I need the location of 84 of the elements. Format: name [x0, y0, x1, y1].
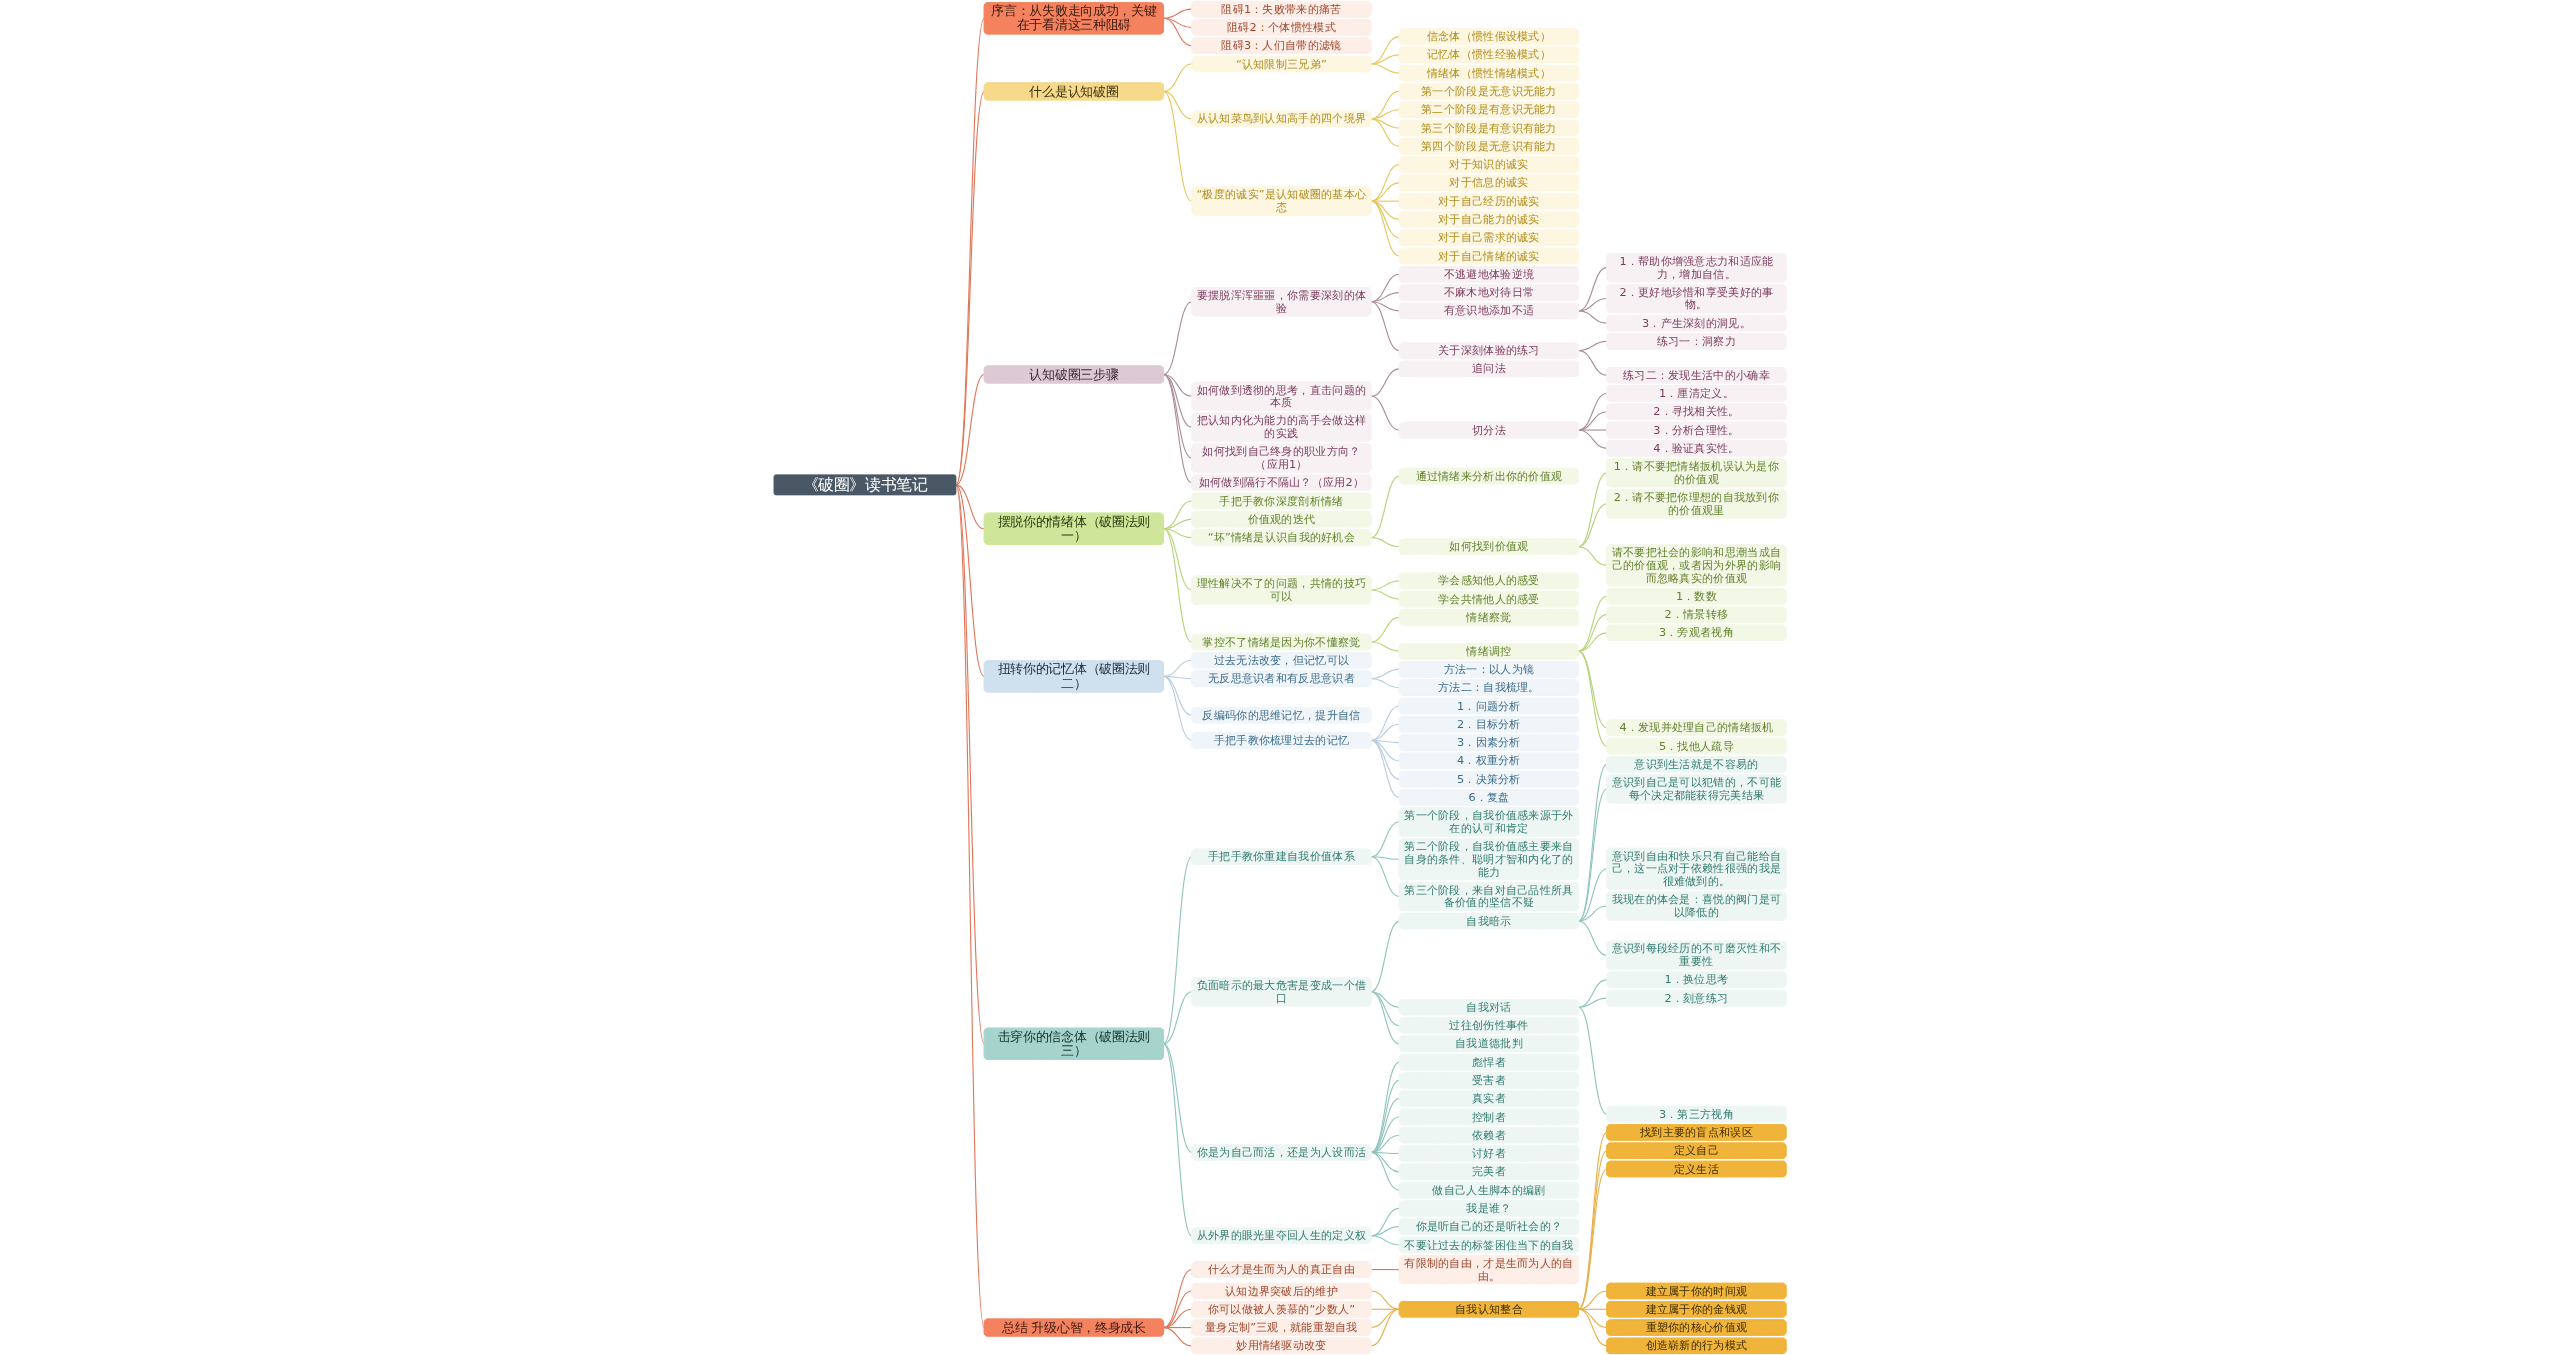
connector — [1578, 392, 1608, 431]
connector — [1578, 632, 1608, 652]
connector — [1578, 614, 1608, 652]
connector — [1162, 659, 1193, 677]
connector — [1370, 200, 1400, 239]
connector — [1578, 1006, 1608, 1115]
connector — [955, 17, 985, 486]
connector — [1370, 1151, 1400, 1191]
connector — [1370, 723, 1400, 741]
connector — [1370, 54, 1400, 65]
node-box: 《破圈》读书笔记 — [773, 474, 957, 496]
connector — [1578, 979, 1608, 1008]
connector — [1162, 17, 1193, 47]
connector — [1370, 856, 1400, 898]
connector — [955, 484, 985, 530]
connector — [1578, 788, 1608, 922]
connector — [1370, 580, 1400, 591]
connector — [1370, 301, 1400, 352]
connector — [1370, 641, 1400, 652]
connector — [1370, 678, 1400, 689]
connector — [1578, 267, 1608, 312]
connector — [955, 484, 985, 1329]
connector — [1370, 991, 1400, 1045]
connector — [1578, 503, 1608, 548]
connector — [1162, 373, 1193, 459]
connector — [1578, 1308, 1608, 1347]
connector — [1162, 373, 1193, 428]
connector — [1370, 589, 1400, 600]
connector — [1578, 997, 1608, 1008]
connector — [1578, 763, 1608, 922]
connector — [955, 484, 985, 677]
connector — [1578, 429, 1608, 449]
connector — [1578, 298, 1608, 312]
connector — [1162, 1043, 1193, 1237]
connector — [1370, 36, 1400, 65]
connector — [1578, 546, 1608, 566]
connector — [1162, 856, 1193, 1045]
connector — [1370, 1269, 1400, 1271]
connector — [1370, 920, 1400, 993]
connector — [1370, 1079, 1400, 1153]
connector — [1162, 675, 1193, 741]
connector — [1370, 63, 1400, 74]
connector — [1370, 1290, 1400, 1310]
connector — [1370, 368, 1400, 397]
connector — [1370, 200, 1400, 257]
connector — [1370, 739, 1400, 798]
connector — [1370, 991, 1400, 1027]
connector — [1578, 310, 1608, 324]
connector — [955, 90, 985, 486]
connector — [1578, 868, 1608, 922]
connector — [1162, 1269, 1193, 1329]
connector — [1578, 595, 1608, 652]
connector — [1370, 200, 1400, 220]
connector — [1578, 905, 1608, 922]
connector — [1162, 528, 1193, 591]
connector — [1370, 1235, 1400, 1246]
connector — [1162, 1043, 1193, 1153]
connector — [1578, 1290, 1608, 1310]
connector — [1370, 1061, 1400, 1153]
connector — [1578, 472, 1608, 548]
connector — [1578, 920, 1608, 956]
connector — [1578, 411, 1608, 431]
connector — [1370, 475, 1400, 539]
connector — [1370, 856, 1400, 860]
connector — [1370, 118, 1400, 147]
connector — [1370, 705, 1400, 741]
connector — [1370, 616, 1400, 643]
connector — [1370, 821, 1400, 858]
connector — [1162, 8, 1193, 19]
connector — [1162, 991, 1193, 1045]
connector — [1162, 528, 1193, 643]
connector — [1162, 1327, 1193, 1347]
connector — [1370, 395, 1400, 431]
connector — [1162, 373, 1193, 484]
connector — [955, 484, 985, 1045]
connector — [1162, 301, 1193, 376]
connector — [1370, 164, 1400, 202]
connector — [1578, 350, 1608, 376]
connector — [1578, 650, 1608, 747]
connector — [1370, 537, 1400, 548]
connector — [1162, 90, 1193, 202]
connector — [1578, 429, 1608, 431]
connector — [955, 373, 985, 486]
connector — [1370, 1308, 1400, 1347]
